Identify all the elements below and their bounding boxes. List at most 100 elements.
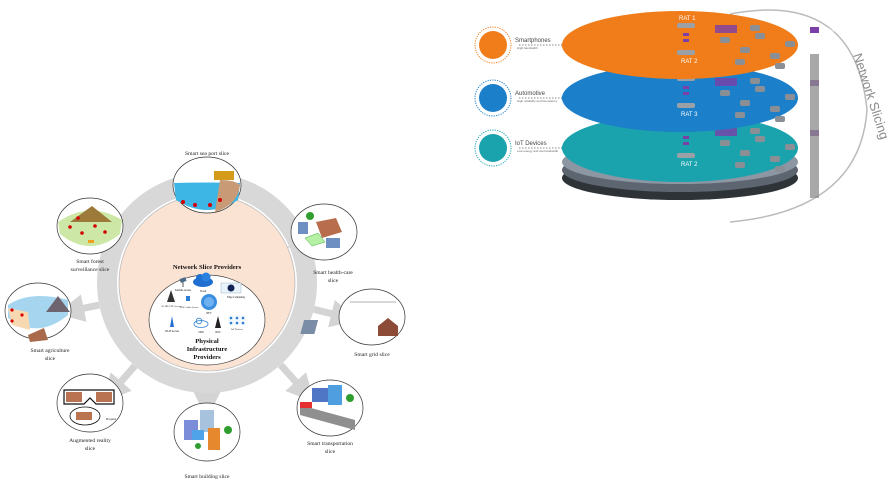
rat-link-1 xyxy=(683,86,689,89)
access-node-cluster xyxy=(715,78,737,86)
network-slicing-title: Network Slicing xyxy=(850,51,888,141)
rat-top-label: RAT 1 xyxy=(679,16,696,22)
iot-signal-icon xyxy=(479,134,507,162)
cloud-icon xyxy=(193,272,213,287)
wifi-access-label: Wi-Fi Access xyxy=(165,330,179,333)
car-icon xyxy=(479,84,507,112)
rat-node-bottom xyxy=(677,50,695,55)
rat-bottom-label: RAT 3 xyxy=(681,112,698,118)
cell-tower-icon xyxy=(167,290,175,302)
forest-slice-label-2: surveillance slice xyxy=(71,267,110,273)
slice-grid xyxy=(300,288,406,346)
rat-bottom-label: RAT 2 xyxy=(681,162,698,168)
category-name: Automotive xyxy=(515,91,546,97)
network-node xyxy=(735,162,745,168)
network-node xyxy=(785,144,795,150)
network-node xyxy=(735,112,745,118)
network-node xyxy=(735,59,745,65)
network-node xyxy=(720,37,730,43)
edge-computing-icon xyxy=(220,282,242,294)
network-node xyxy=(720,140,730,146)
layer-connector xyxy=(561,94,569,102)
building-slice-label: Smart building slice xyxy=(184,474,230,480)
sdn-cloud-icon xyxy=(193,317,209,328)
arrow-to-transportation xyxy=(277,362,315,403)
category-subtitle: Low energy and low bandwidth xyxy=(517,149,559,153)
rsu-label: RSU xyxy=(215,331,220,334)
network-node xyxy=(755,136,765,142)
category-name: Smartphones xyxy=(515,38,551,44)
network-node xyxy=(750,128,760,134)
agriculture-slice-label-1: Smart agriculture xyxy=(31,348,71,354)
nfv-icon xyxy=(201,294,217,310)
rat-link-2 xyxy=(683,39,689,42)
physical-label-line2: Infrastructure xyxy=(187,346,228,353)
satellite-access-label: Satellite Access xyxy=(175,289,191,292)
ar-slice-label-2: slice xyxy=(85,446,96,452)
physical-label-line3: Providers xyxy=(193,354,221,361)
smartphone-icon xyxy=(479,31,507,59)
sdn-label: SDN xyxy=(198,331,203,334)
slice-share-marker xyxy=(810,27,819,33)
category-subtitle: High reliability and low latency xyxy=(517,99,558,103)
network-slicing-canvas: Network Slicing RAT 2 RAT 2 10% IoT Devices… xyxy=(474,9,888,223)
physical-label-line1: Physical xyxy=(195,338,219,345)
slice-share-bar xyxy=(810,54,819,198)
health-care-slice-label-2: slice xyxy=(328,278,339,284)
rat-link-1 xyxy=(683,136,689,139)
slice-share-label: 40% xyxy=(822,82,835,88)
network-node xyxy=(775,63,785,69)
slice-health-care xyxy=(290,203,358,261)
slice-building xyxy=(173,402,241,462)
category-name: IoT Devices xyxy=(515,141,547,147)
layer-connector xyxy=(561,144,569,152)
hospital-callout: Hospital xyxy=(106,417,116,421)
rat-node-top xyxy=(677,23,695,28)
dsl-cable-icon xyxy=(186,296,190,301)
category-subtitle: High bandwidth xyxy=(517,46,538,50)
network-node xyxy=(750,25,760,31)
rat-bottom-label: RAT 2 xyxy=(681,59,698,65)
network-node xyxy=(755,86,765,92)
transportation-slice-label-1: Smart transportation xyxy=(307,441,353,447)
network-slice-providers-diagram: Network Slice Providers Satellite Access… xyxy=(0,130,420,487)
network-node xyxy=(770,53,780,59)
slice-augmented-reality: Hospital xyxy=(56,373,124,433)
infrastructure-components: Satellite Access Cloud Edge Computing 5G… xyxy=(161,272,246,334)
network-node xyxy=(750,78,760,84)
slice-agriculture xyxy=(4,282,72,342)
network-node xyxy=(775,116,785,122)
grid-slice-label: Smart grid slice xyxy=(354,352,390,358)
iot-devices-icon xyxy=(228,315,246,325)
agriculture-slice-label-2: slice xyxy=(45,356,56,362)
slice-diagram-canvas: Network Slice Providers Satellite Access… xyxy=(4,151,406,480)
satellite-dish-icon xyxy=(179,277,187,287)
slice-share-label: 50% xyxy=(822,29,835,35)
network-node xyxy=(755,33,765,39)
network-node xyxy=(770,106,780,112)
network-slice-providers-label: Network Slice Providers xyxy=(173,264,242,271)
layer-connector xyxy=(561,41,569,49)
slice-forest xyxy=(56,197,124,255)
edge-computing-label: Edge Computing xyxy=(227,296,245,299)
sea-port-slice-label: Smart sea port slice xyxy=(185,151,229,157)
rat-link-2 xyxy=(683,92,689,95)
rat-link-2 xyxy=(683,142,689,145)
network-slicing-diagram: Network Slicing RAT 2 RAT 2 10% IoT Devices… xyxy=(455,0,888,230)
network-node xyxy=(785,94,795,100)
network-node xyxy=(775,166,785,172)
network-node xyxy=(740,150,750,156)
wifi-antenna-icon xyxy=(170,316,174,327)
slice-transportation xyxy=(296,379,364,437)
cloud-label: Cloud xyxy=(200,290,207,293)
transportation-slice-label-2: slice xyxy=(325,449,336,455)
arrow-to-agriculture xyxy=(56,294,100,322)
health-care-slice-label-1: Smart health-care xyxy=(313,270,353,276)
network-node xyxy=(740,47,750,53)
slice-share-label: 10% xyxy=(822,132,835,138)
access-node-cluster xyxy=(715,128,737,136)
forest-slice-label-1: Smart forest xyxy=(76,258,104,265)
network-slicing-arc xyxy=(729,9,868,223)
